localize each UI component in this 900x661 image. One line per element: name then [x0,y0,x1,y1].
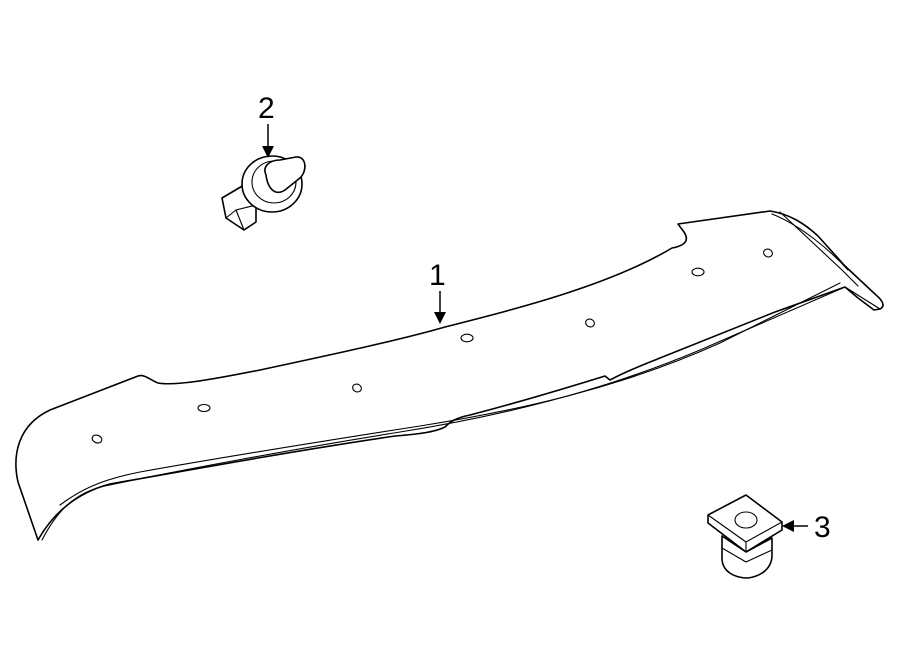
mount-hole [352,383,362,393]
mount-hole [585,318,595,328]
nut-body-crease [721,547,773,563]
clip-part [221,155,306,231]
callout-2: 2 [258,92,275,158]
mount-hole [91,434,103,444]
nut-hole [734,511,758,529]
callout-1-label: 1 [429,259,446,292]
callout-3-label: 3 [814,511,831,544]
nut-part [707,494,783,579]
callout-2-arrowhead [262,146,274,158]
mount-hole [691,267,705,277]
nut-body [721,535,773,579]
nut-plate-edge [707,514,783,553]
callout-1: 1 [429,259,446,324]
mount-hole [763,248,773,258]
mount-hole [460,333,474,343]
nut-plate [707,494,783,553]
spoiler-edge-line [59,282,841,506]
mount-hole [197,403,211,413]
spoiler-end-fold [779,211,859,287]
callout-3-arrowhead [782,520,794,532]
callout-2-label: 2 [258,92,275,125]
callout-1-arrowhead [434,312,446,324]
spoiler-end-tip [771,213,881,310]
spoiler-body [15,210,884,541]
clip-stem [264,156,306,194]
spoiler-part [15,210,884,541]
callout-3: 3 [782,511,831,544]
